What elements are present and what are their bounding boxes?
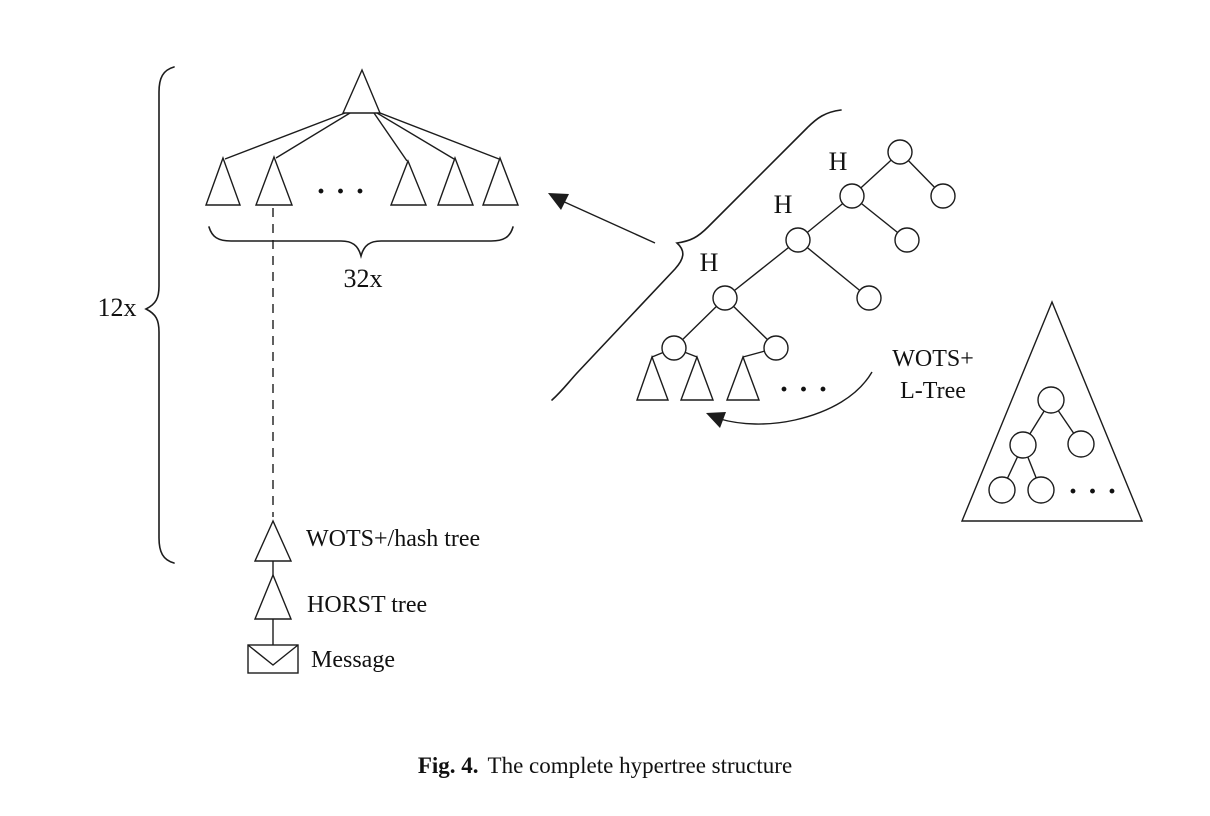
subtree-triangle-3 (389, 159, 428, 206)
zoom-arrow-line (559, 199, 656, 244)
zoom-arrowhead-icon (548, 193, 569, 210)
message-label: Message (311, 647, 395, 673)
fan-edge (376, 112, 455, 160)
subtree-repeat-label: 32x (344, 264, 383, 293)
wots-hash-tree-triangle (253, 519, 293, 562)
root-subtree-triangle (341, 68, 382, 114)
horst-tree-label: HORST tree (307, 592, 427, 618)
figure-caption: Fig. 4. The complete hypertree structure (0, 753, 1210, 779)
ltree-detail: · · · (960, 300, 1144, 522)
subtree-triangle-4 (437, 155, 475, 206)
wots-hash-tree-label: WOTS+/hash tree (306, 526, 480, 552)
ltree-arrowhead-icon (706, 412, 726, 428)
subtree-triangle-2 (254, 155, 294, 206)
layer-repeat-group: 12x (98, 66, 175, 564)
fan-edge (275, 112, 351, 159)
fan-edge (379, 112, 500, 160)
hash-tree-node (856, 285, 882, 311)
hypertree-top-level: · · · 32x (205, 68, 656, 517)
hash-tree-node (712, 285, 738, 311)
wots-ltree-label-line1: WOTS+ (892, 346, 974, 372)
message-envelope-icon (247, 644, 299, 674)
ltree-leaf-triangle-2 (679, 354, 715, 401)
hash-tree-node (894, 227, 920, 253)
diagonal-brace (551, 109, 842, 401)
ltree-node (988, 476, 1016, 504)
hash-tree-edge (724, 239, 799, 299)
horizontal-brace (208, 226, 514, 260)
hash-tree-edge (797, 239, 870, 299)
hash-label-1: H (829, 147, 848, 176)
ltree-ellipsis: · · · (1068, 475, 1118, 508)
hash-tree-node (930, 183, 956, 209)
ltree-node (1037, 386, 1065, 414)
horst-tree-triangle (253, 573, 293, 620)
top-tree-ellipsis: · · · (316, 175, 366, 208)
hash-tree-node (661, 335, 687, 361)
hash-label-3: H (700, 248, 719, 277)
vertical-brace (144, 66, 175, 564)
fan-edge (224, 112, 346, 160)
signature-chain: WOTS+/hash tree HORST tree Message (247, 519, 480, 674)
hash-tree-detail: · · · H H H WOTS+ L-Tree (551, 109, 974, 428)
layer-repeat-label: 12x (98, 293, 137, 322)
ltree-leaf-triangle-3 (725, 354, 761, 401)
hash-label-2: H (774, 190, 793, 219)
hash-tree-ellipsis: · · · (779, 373, 829, 406)
ltree-node (1009, 431, 1037, 459)
ltree-node (1067, 430, 1095, 458)
subtree-triangle-1 (205, 155, 241, 206)
ltree-leaf-triangle-1 (636, 354, 670, 401)
hash-tree-node (839, 183, 865, 209)
ltree-node (1027, 476, 1055, 504)
hash-tree-node (763, 335, 789, 361)
ltree-arrow-arc (719, 371, 873, 425)
subtree-triangle-5 (482, 155, 520, 206)
wots-ltree-label-line2: L-Tree (900, 378, 966, 404)
caption-text: The complete hypertree structure (487, 753, 793, 778)
hash-tree-node (887, 139, 913, 165)
hash-tree-node (785, 227, 811, 253)
fan-edge (373, 112, 408, 162)
envelope-flap-icon (247, 644, 299, 666)
caption-label: Fig. 4. (417, 753, 479, 778)
